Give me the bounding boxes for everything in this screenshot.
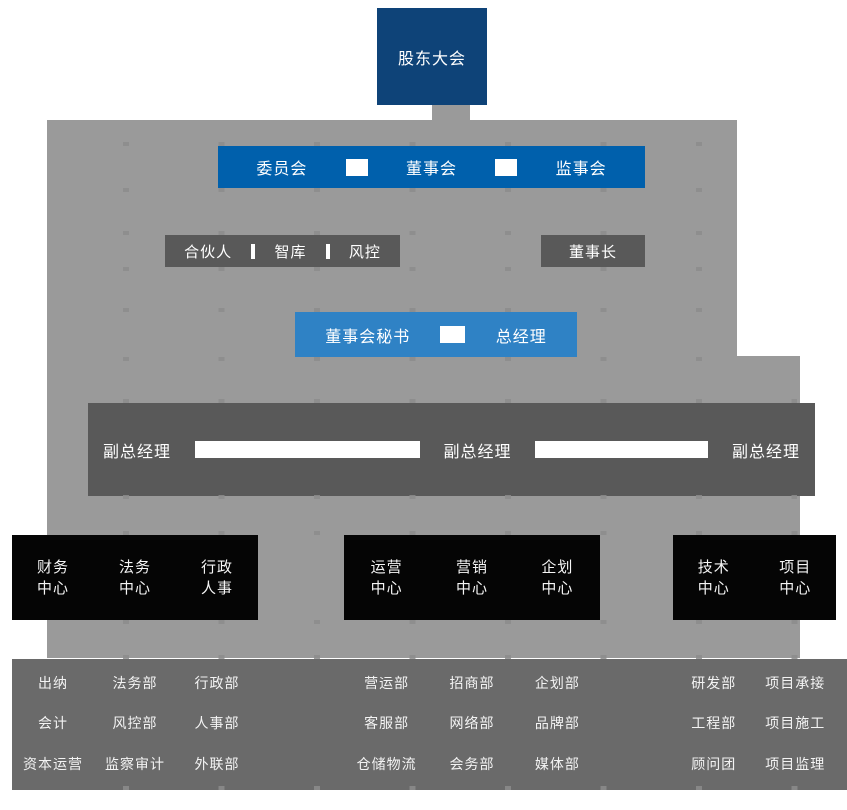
deputy-gm-label: 副总经理: [103, 443, 172, 461]
center-label: 法务中心: [118, 558, 151, 597]
tick-marks: [123, 357, 733, 361]
dept-item: 工程部: [691, 715, 737, 732]
dept-item: 招商部: [449, 675, 495, 692]
dept-item: 网络部: [449, 715, 495, 732]
tick-marks: [123, 620, 830, 624]
tick-marks: [123, 188, 733, 192]
dept-group-finance-legal-admin: 出纳 会计 资本运营 法务部 风控部 监察审计 行政部 人事部 外联部: [12, 659, 258, 790]
dept-item: 外联部: [194, 755, 240, 772]
supervisory-label: 监事会: [555, 161, 607, 178]
deputy-gm-label: 副总经理: [731, 443, 800, 461]
centers-box-ops-marketing-planning: 运营中心 营销中心 企划中心: [344, 535, 600, 620]
dept-item: 项目监理: [765, 755, 826, 772]
board-secretary-label: 董事会秘书: [325, 328, 411, 346]
dept-group-ops-marketing-planning: 营运部 客服部 仓储物流 招商部 网络部 会务部 企划部 品牌部 媒体部: [344, 659, 600, 790]
committee-label: 委员会: [256, 161, 308, 178]
shareholders-meeting-label: 股东大会: [397, 50, 466, 68]
partners-label: 合伙人: [184, 243, 233, 261]
tick-marks: [123, 267, 733, 271]
deputy-gm-bar: 副总经理 副总经理 副总经理: [88, 403, 815, 496]
dept-item: 行政部: [194, 675, 240, 692]
connector-square-icon: [495, 158, 518, 176]
tick-marks: [123, 531, 830, 535]
tick-marks: [123, 786, 830, 790]
tick-marks: [123, 142, 733, 146]
dept-item: 客服部: [364, 715, 410, 732]
center-label: 营销中心: [455, 558, 488, 597]
dept-item: 人事部: [194, 715, 240, 732]
dept-item: 会务部: [449, 755, 495, 772]
center-label: 运营中心: [370, 558, 403, 597]
tick-marks: [123, 399, 797, 403]
governance-bar: 委员会 董事会 监事会: [218, 146, 645, 188]
chairman-label: 董事长: [568, 243, 617, 261]
thinktank-label: 智库: [274, 243, 307, 261]
connector-strip-icon: [535, 441, 709, 458]
general-manager-label: 总经理: [495, 328, 547, 346]
dept-item: 出纳: [38, 675, 68, 692]
center-label: 行政人事: [200, 558, 233, 597]
dept-item: 项目施工: [765, 715, 826, 732]
tick-marks: [123, 308, 733, 312]
dept-item: 营运部: [364, 675, 410, 692]
dept-item: 仓储物流: [356, 755, 417, 772]
board-label: 董事会: [405, 161, 457, 178]
center-label: 财务中心: [36, 558, 69, 597]
connector-strip-icon: [194, 441, 420, 458]
dept-item: 企划部: [534, 675, 580, 692]
dept-item: 研发部: [691, 675, 737, 692]
center-label: 项目中心: [779, 558, 812, 597]
dept-group-tech-project: 研发部 工程部 顾问团 项目承接 项目施工 项目监理: [673, 659, 836, 790]
connector-square-icon: [345, 158, 368, 176]
center-label: 企划中心: [541, 558, 574, 597]
centers-box-finance-legal-admin: 财务中心 法务中心 行政人事: [12, 535, 258, 620]
connector-stub: [432, 104, 470, 122]
center-label: 技术中心: [697, 558, 730, 597]
connector-square-icon: [440, 326, 466, 343]
deputy-gm-label: 副总经理: [443, 443, 512, 461]
advisors-box: 合伙人 智库 风控: [165, 235, 400, 267]
dept-item: 项目承接: [765, 675, 826, 692]
dept-item: 风控部: [112, 715, 158, 732]
executive-bar: 董事会秘书 总经理: [295, 312, 577, 357]
dept-item: 品牌部: [534, 715, 580, 732]
dept-item: 顾问团: [691, 755, 737, 772]
shareholders-meeting-box: 股东大会: [377, 8, 487, 105]
dept-item: 法务部: [112, 675, 158, 692]
dept-item: 资本运营: [23, 755, 83, 772]
centers-box-tech-project: 技术中心 项目中心: [673, 535, 836, 620]
tick-marks: [123, 231, 733, 235]
divider-bar-icon: [251, 243, 256, 259]
dept-item: 监察审计: [105, 755, 165, 772]
dept-item: 媒体部: [534, 755, 580, 772]
tick-marks: [123, 655, 830, 659]
tick-marks: [123, 495, 797, 499]
divider-bar-icon: [325, 243, 330, 259]
chairman-box: 董事长: [541, 235, 645, 267]
dept-item: 会计: [38, 715, 68, 732]
departments-footer: 出纳 会计 资本运营 法务部 风控部 监察审计 行政部 人事部 外联部 营运部 …: [12, 659, 847, 790]
riskcontrol-label: 风控: [348, 243, 381, 261]
